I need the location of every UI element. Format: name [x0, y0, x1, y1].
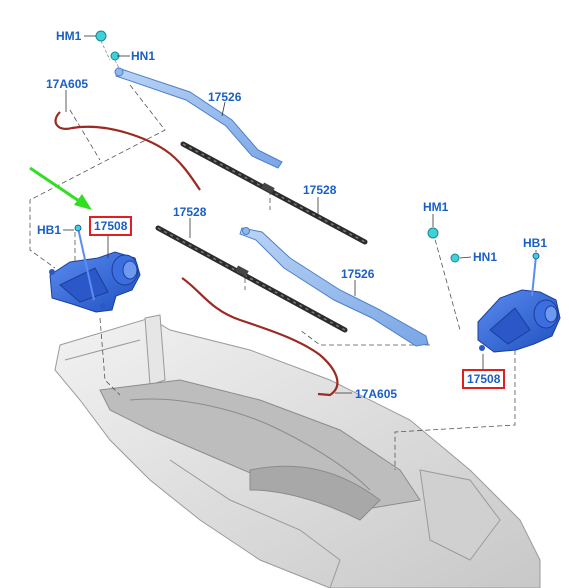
- wiper-arm-lower: [239, 227, 429, 347]
- bolt-hb1-left: [74, 224, 95, 301]
- cap-hm1-left: [95, 30, 111, 61]
- callout-hose-top: 17A605: [46, 77, 89, 91]
- callout-blade-right: 17528: [303, 183, 337, 197]
- callout-arm-top: 17526: [208, 90, 242, 104]
- nut-hn1-left: [110, 51, 120, 69]
- wiper-motor-left: [49, 251, 141, 313]
- callout-hn1-left: HN1: [131, 49, 156, 63]
- callout-arm-right: 17526: [341, 267, 375, 281]
- callout-blade-left: 17528: [173, 205, 207, 219]
- callout-hose-bottom: 17A605: [355, 387, 398, 401]
- callout-hm1-right: HM1: [423, 200, 449, 214]
- callout-motor-left: 17508: [89, 216, 133, 236]
- bolt-hb1-right: [531, 252, 540, 297]
- callout-hb1-left: HB1: [37, 223, 62, 237]
- cowl-panel: [54, 314, 541, 588]
- wiper-arm-top: [114, 67, 283, 169]
- washer-hose-top: [54, 111, 201, 191]
- wiper-blade-upper: [180, 141, 368, 245]
- callout-hn1-right: HN1: [473, 250, 498, 264]
- green-pointer-arrow: [29, 166, 92, 210]
- callout-motor-right: 17508: [462, 369, 506, 389]
- callout-leaders: [63, 35, 537, 394]
- callout-hm1-left: HM1: [56, 29, 82, 43]
- cap-hm1-right: [427, 227, 439, 239]
- callout-hb1-right: HB1: [523, 236, 548, 250]
- wiper-blade-lower: [155, 225, 348, 333]
- washer-hose-bottom: [181, 277, 339, 397]
- wiper-motor-right: [477, 289, 561, 353]
- nut-hn1-right: [450, 253, 460, 263]
